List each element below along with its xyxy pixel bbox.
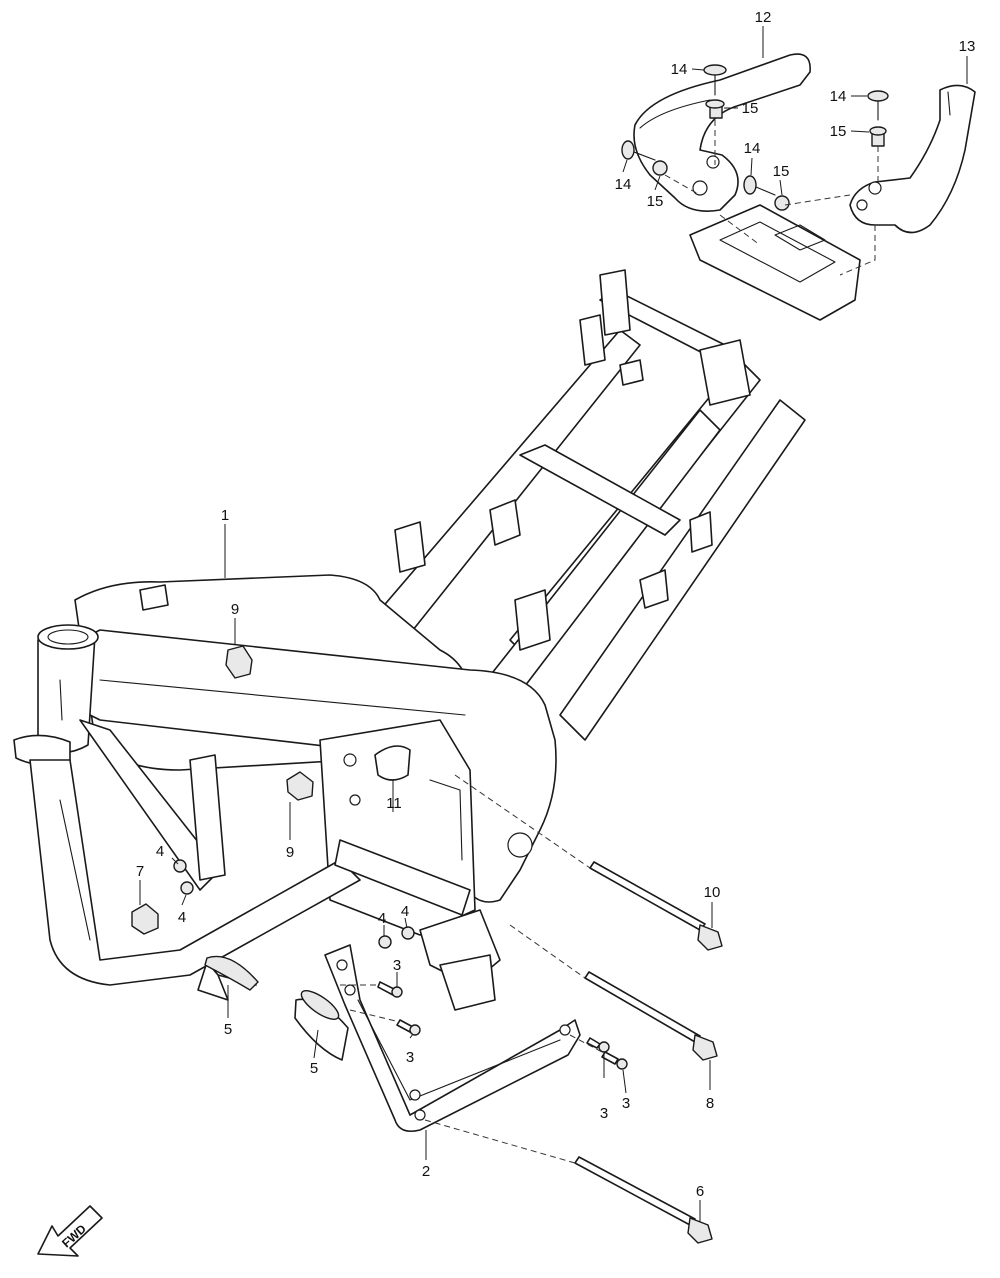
callout-4: 4 — [178, 909, 186, 926]
callout-15: 15 — [647, 193, 664, 210]
callout-15: 15 — [742, 100, 759, 117]
callout-5: 5 — [310, 1060, 318, 1077]
long-bolt-8 — [584, 971, 718, 1061]
callout-3: 3 — [406, 1049, 414, 1066]
grab-handle-right — [849, 84, 976, 234]
callout-1: 1 — [221, 507, 229, 524]
callout-14: 14 — [615, 176, 632, 193]
callout-14: 14 — [744, 140, 761, 157]
nuts — [131, 645, 415, 949]
assembly-lines — [340, 120, 879, 1164]
callout-4: 4 — [401, 903, 409, 920]
main-frame — [13, 204, 861, 1011]
callout-labels: 1 2 3 3 3 3 4 4 4 4 5 5 6 7 8 9 9 10 11 … — [136, 9, 976, 1200]
callout-3: 3 — [622, 1095, 630, 1112]
callout-9: 9 — [286, 844, 294, 861]
lower-cradle — [324, 944, 581, 1133]
fasteners-14-15 — [621, 64, 889, 211]
callout-2: 2 — [422, 1163, 430, 1180]
callout-15: 15 — [773, 163, 790, 180]
callout-leaders — [139, 26, 968, 1222]
long-bolt-6 — [574, 1156, 713, 1244]
callout-5: 5 — [224, 1021, 232, 1038]
callout-14: 14 — [671, 61, 688, 78]
callout-3: 3 — [600, 1105, 608, 1122]
callout-11: 11 — [386, 795, 402, 812]
callout-7: 7 — [136, 863, 144, 880]
grab-handle-left — [633, 53, 811, 212]
callout-13: 13 — [959, 38, 976, 55]
callout-10: 10 — [704, 884, 721, 901]
callout-8: 8 — [706, 1095, 714, 1112]
callout-4: 4 — [378, 910, 386, 927]
callout-3: 3 — [393, 957, 401, 974]
callout-14: 14 — [830, 88, 847, 105]
bolt-3-set — [377, 981, 628, 1070]
long-bolt-10 — [589, 861, 723, 951]
spacer-collar — [197, 955, 349, 1061]
fwd-arrow-icon: FWD — [37, 1205, 103, 1257]
callout-12: 12 — [755, 9, 772, 26]
callout-9: 9 — [231, 601, 239, 618]
callout-6: 6 — [696, 1183, 704, 1200]
callout-15: 15 — [830, 123, 847, 140]
callout-4: 4 — [156, 843, 164, 860]
